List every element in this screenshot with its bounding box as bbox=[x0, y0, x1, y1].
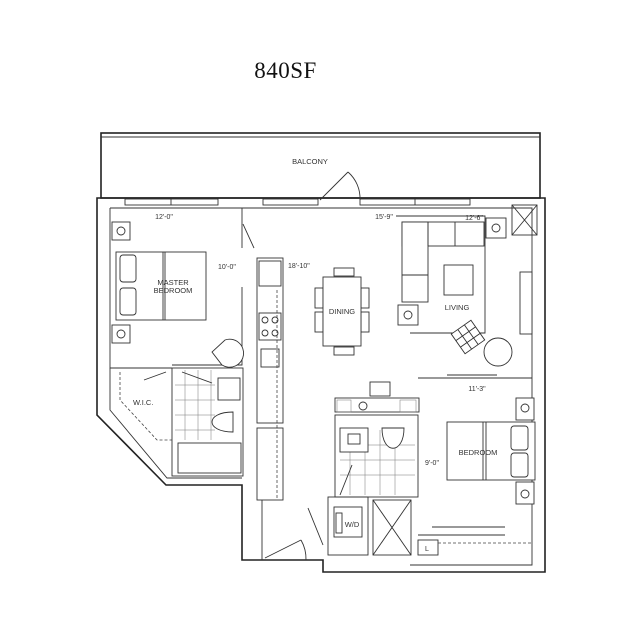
windows bbox=[124, 198, 471, 206]
fridge bbox=[258, 260, 282, 287]
cooktop bbox=[258, 312, 282, 341]
ottoman bbox=[450, 319, 486, 355]
bathtub bbox=[177, 442, 242, 474]
bed bbox=[446, 421, 536, 481]
sink bbox=[217, 377, 241, 401]
master-bedroom-label-2: BEDROOM bbox=[154, 286, 193, 295]
unit-area-title: 840SF bbox=[254, 58, 317, 83]
toilet bbox=[211, 411, 234, 433]
coffee-table bbox=[443, 264, 474, 296]
nightstand bbox=[111, 221, 131, 241]
dining-label: DINING bbox=[329, 307, 355, 316]
master-bedroom: MASTER BEDROOM 12'-0" 10'-0" bbox=[111, 208, 255, 368]
lounge-chair bbox=[483, 337, 513, 367]
washer-dryer bbox=[333, 506, 363, 538]
master-width-dim: 12'-0" bbox=[155, 214, 173, 221]
ensuite-bathroom bbox=[171, 367, 244, 477]
bedroom: 11'-3" BEDROOM L bbox=[417, 374, 536, 556]
wd-label: W/D bbox=[345, 520, 360, 529]
wic-label: W.I.C. bbox=[133, 398, 153, 407]
lamp-icon bbox=[116, 226, 126, 236]
bedroom-depth-dim: 9'-0" bbox=[425, 460, 439, 467]
living-width-dim: 15'-9" bbox=[375, 214, 393, 221]
toilet bbox=[381, 427, 405, 449]
bedroom-label: BEDROOM bbox=[459, 448, 498, 457]
media-unit bbox=[519, 271, 533, 335]
living-room: LIVING 15'-9" 12'-6" bbox=[375, 204, 538, 367]
sink bbox=[339, 427, 369, 453]
kitchen-dining-dim: 18'-10" bbox=[288, 263, 310, 270]
dining-area: DINING bbox=[314, 267, 370, 356]
armchair bbox=[211, 338, 245, 368]
main-bathroom: 9'-0" bbox=[334, 381, 439, 498]
dining-table bbox=[322, 276, 362, 347]
living-label: LIVING bbox=[445, 303, 470, 312]
living-depth-dim: 12'-6" bbox=[465, 215, 483, 222]
balcony: BALCONY bbox=[100, 132, 541, 199]
bed bbox=[115, 251, 207, 321]
entry-door[interactable] bbox=[261, 500, 307, 561]
lamp-icon bbox=[116, 329, 126, 339]
laundry-and-shower: W/D bbox=[307, 496, 412, 556]
balcony-label: BALCONY bbox=[292, 157, 328, 166]
master-depth-dim: 10'-0" bbox=[218, 264, 236, 271]
bedroom-width-dim: 11'-3" bbox=[468, 386, 486, 393]
mechanical-shaft bbox=[511, 204, 538, 236]
kitchen-sink bbox=[260, 348, 280, 368]
walk-in-closet: W.I.C. bbox=[119, 371, 172, 441]
kitchen: 18'-10" bbox=[256, 257, 310, 501]
balcony-door[interactable] bbox=[319, 171, 361, 201]
master-bedroom-label-1: MASTER bbox=[157, 278, 189, 287]
exterior-walls bbox=[96, 197, 546, 573]
shower bbox=[372, 499, 412, 556]
linen-label: L bbox=[425, 546, 429, 553]
